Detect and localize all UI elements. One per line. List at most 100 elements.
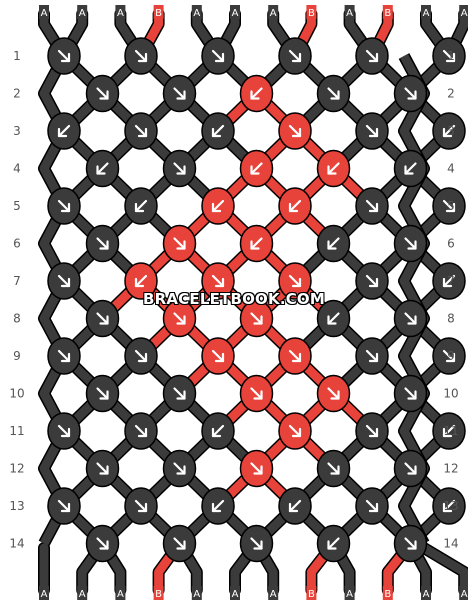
arrow-head-icon <box>330 465 340 475</box>
arrow-head-icon <box>253 465 263 475</box>
knot <box>432 487 466 525</box>
arrow-se-icon <box>365 424 379 438</box>
arrow-sw-icon <box>442 499 456 513</box>
top-strand-label-swatch <box>230 5 240 19</box>
arrow-se-icon <box>365 199 379 213</box>
row-number-left: 4 <box>13 162 21 176</box>
arrow-head-icon <box>250 90 260 100</box>
arrow-head-icon <box>407 240 417 250</box>
bottom-strand-label-swatch <box>382 586 393 600</box>
top-strand-label-swatch <box>382 5 393 19</box>
arrow-head-icon <box>445 352 456 363</box>
arrow-head-icon <box>99 315 109 325</box>
knot <box>201 337 235 375</box>
knot <box>47 337 81 375</box>
bottom-strand-label-swatch <box>77 586 88 600</box>
row-number-right: 6 <box>447 237 455 251</box>
knot <box>393 74 428 113</box>
knot <box>47 262 81 300</box>
arrow-se-icon <box>134 349 148 363</box>
bottom-strand-label-swatch <box>268 586 279 600</box>
arrow-head-icon <box>176 165 186 175</box>
knot <box>201 187 235 225</box>
arrow-se-icon <box>57 199 71 213</box>
knot <box>47 37 81 75</box>
arrow-head-icon <box>291 427 302 438</box>
arrow-se-icon <box>404 462 417 475</box>
arrow-head-icon <box>211 427 222 438</box>
knot <box>201 112 235 150</box>
arrow-se-icon <box>365 49 379 63</box>
arrow-se-icon <box>134 124 148 138</box>
arrow-head-icon <box>60 52 71 63</box>
bottom-strand-label: A <box>117 589 124 600</box>
arrow-head-icon <box>176 90 186 100</box>
top-strand-label: B <box>308 8 315 19</box>
top-strand-label: A <box>79 8 86 19</box>
top-strand-label-swatch <box>115 5 126 19</box>
top-strand-label-swatch <box>306 5 317 19</box>
knot <box>316 374 351 413</box>
row-number-right: 2 <box>447 87 455 101</box>
arrow-head-icon <box>253 315 263 325</box>
arrow-se-icon <box>96 537 109 550</box>
arrow-sw-icon <box>250 237 263 250</box>
arrow-head-icon <box>291 352 302 363</box>
row-number-left: 8 <box>13 312 21 326</box>
knot <box>239 524 274 563</box>
knot <box>432 37 466 75</box>
row-number-right: 11 <box>443 424 458 438</box>
arrow-head-icon <box>176 390 186 400</box>
arrow-head-icon <box>250 240 260 250</box>
bottom-strand-label: A <box>270 589 277 600</box>
arrow-head-icon <box>99 540 109 550</box>
knot <box>85 299 120 338</box>
knot <box>47 412 81 450</box>
row-number-left: 7 <box>13 274 21 288</box>
knot <box>355 112 389 150</box>
arrow-sw-icon <box>211 424 225 438</box>
arrow-se-icon <box>211 349 225 363</box>
knot <box>432 262 466 300</box>
row-number-right: 9 <box>447 349 455 363</box>
top-strand-label-swatch <box>77 5 88 19</box>
arrow-sw-icon <box>211 199 225 213</box>
arrow-sw-icon <box>327 312 340 325</box>
bottom-strand-label: A <box>41 589 48 600</box>
arrow-se-icon <box>288 49 302 63</box>
knot <box>239 374 274 413</box>
knot <box>432 412 466 450</box>
bottom-strand <box>419 543 468 595</box>
row-number-left: 10 <box>9 387 24 401</box>
row-number-left: 9 <box>13 349 21 363</box>
arrow-se-icon <box>288 124 302 138</box>
arrow-head-icon <box>407 540 417 550</box>
arrow-se-icon <box>442 49 456 63</box>
top-strand-label-swatch <box>268 5 279 19</box>
arrow-head-icon <box>442 502 453 513</box>
bottom-strand-label: A <box>461 589 468 600</box>
arrow-se-icon <box>96 387 109 400</box>
arrow-head-icon <box>99 90 109 100</box>
knot <box>201 412 235 450</box>
arrow-sw-icon <box>327 237 340 250</box>
arrow-se-icon <box>442 199 456 213</box>
knot <box>162 449 197 488</box>
arrow-head-icon <box>327 240 337 250</box>
top-strand-label-swatch <box>344 5 355 19</box>
knot <box>355 187 389 225</box>
arrow-head-icon <box>407 390 417 400</box>
arrow-head-icon <box>368 202 379 213</box>
knot <box>85 374 120 413</box>
knot <box>355 412 389 450</box>
knot <box>201 262 235 300</box>
knot <box>162 524 197 563</box>
arrow-se-icon <box>211 49 225 63</box>
arrow-head-icon <box>176 315 186 325</box>
knot <box>355 337 389 375</box>
knot <box>47 187 81 225</box>
knot <box>316 74 351 113</box>
arrow-head-icon <box>291 127 302 138</box>
arrow-head-icon <box>445 52 456 63</box>
knot <box>278 187 312 225</box>
